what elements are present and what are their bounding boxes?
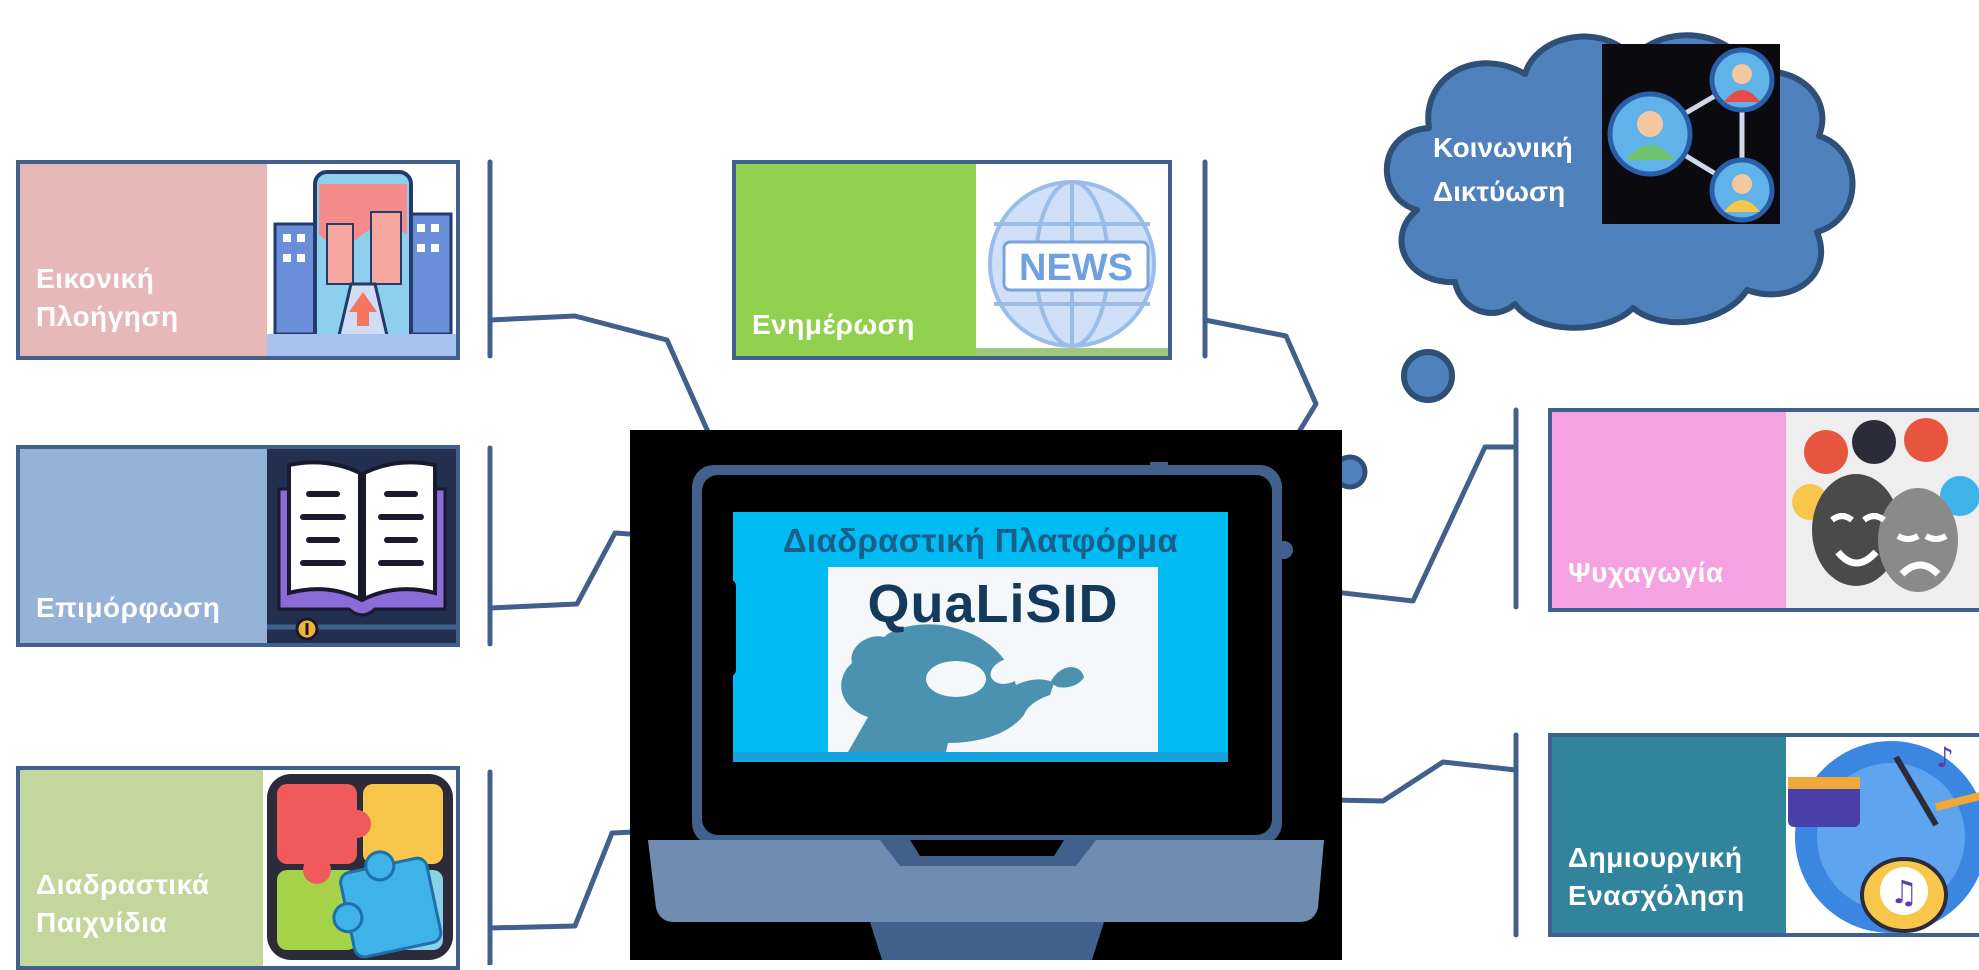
module-label: Κοινωνική Δικτύωση xyxy=(1433,126,1573,214)
module-label-line1: Κοινωνική xyxy=(1433,132,1573,163)
module-panel xyxy=(1552,737,1786,933)
module-label: Ψυχαγωγία xyxy=(1568,557,1724,588)
svg-text:♫: ♫ xyxy=(1890,873,1919,911)
module-label-line2: Πλοήγηση xyxy=(36,301,179,332)
module-panel xyxy=(20,449,267,643)
module-label: Ενημέρωση xyxy=(752,309,915,340)
laptop-platform: Διαδραστική Πλατφόρμα QuaLiSID xyxy=(630,430,1342,960)
module-card-games[interactable]: Διαδραστικά Παιχνίδια xyxy=(16,766,460,970)
connector-navigation xyxy=(487,313,728,473)
puzzle-icon xyxy=(263,770,456,966)
module-label: Δημιουργική Ενασχόληση xyxy=(1568,839,1745,915)
open-book-icon xyxy=(267,449,456,643)
module-card-creative[interactable]: Δημιουργική Ενασχόληση ♫ ♪ xyxy=(1548,733,1979,937)
city-map-navigation-icon xyxy=(267,164,456,356)
module-panel xyxy=(1552,412,1786,608)
module-label-line1: Εικονική xyxy=(36,263,155,294)
module-card-entertainment[interactable]: Ψυχαγωγία xyxy=(1548,408,1979,612)
module-label-line1: Διαδραστικά xyxy=(36,869,210,900)
module-label: Εικονική Πλοήγηση xyxy=(36,260,179,336)
qualisid-logo: QuaLiSID xyxy=(828,567,1158,752)
module-label: Διαδραστικά Παιχνίδια xyxy=(36,866,209,942)
svg-text:NEWS: NEWS xyxy=(1019,247,1133,289)
thought-bubble-large xyxy=(1401,349,1455,403)
module-label-line2: Ενασχόληση xyxy=(1568,880,1745,911)
module-cloud-social[interactable]: Κοινωνική Δικτύωση xyxy=(1365,22,1865,342)
head-profile-icon xyxy=(841,624,1084,752)
module-label-line2: Δικτύωση xyxy=(1433,176,1566,207)
news-globe-icon: NEWS xyxy=(976,164,1168,356)
module-panel xyxy=(736,164,976,356)
module-panel xyxy=(20,770,263,966)
music-drum-icon: ♫ ♪ xyxy=(1786,737,1979,933)
module-card-training[interactable]: Επιμόρφωση xyxy=(16,445,460,647)
module-label-line1: Δημιουργική xyxy=(1568,842,1743,873)
module-card-news[interactable]: Ενημέρωση NEWS xyxy=(732,160,1172,360)
module-card-virtual-navigation[interactable]: Εικονική Πλοήγηση xyxy=(16,160,460,360)
module-panel xyxy=(20,164,267,356)
laptop-screen: Διαδραστική Πλατφόρμα QuaLiSID xyxy=(733,512,1228,752)
logo-text: QuaLiSID xyxy=(867,574,1119,634)
module-label: Επιμόρφωση xyxy=(36,592,221,623)
platform-title: Διαδραστική Πλατφόρμα xyxy=(783,522,1178,559)
theater-masks-icon xyxy=(1786,412,1979,608)
svg-text:♪: ♪ xyxy=(1936,741,1954,774)
connector-entertainment xyxy=(1279,444,1519,604)
social-network-icon xyxy=(1602,44,1780,224)
module-label-line2: Παιχνίδια xyxy=(36,907,168,938)
